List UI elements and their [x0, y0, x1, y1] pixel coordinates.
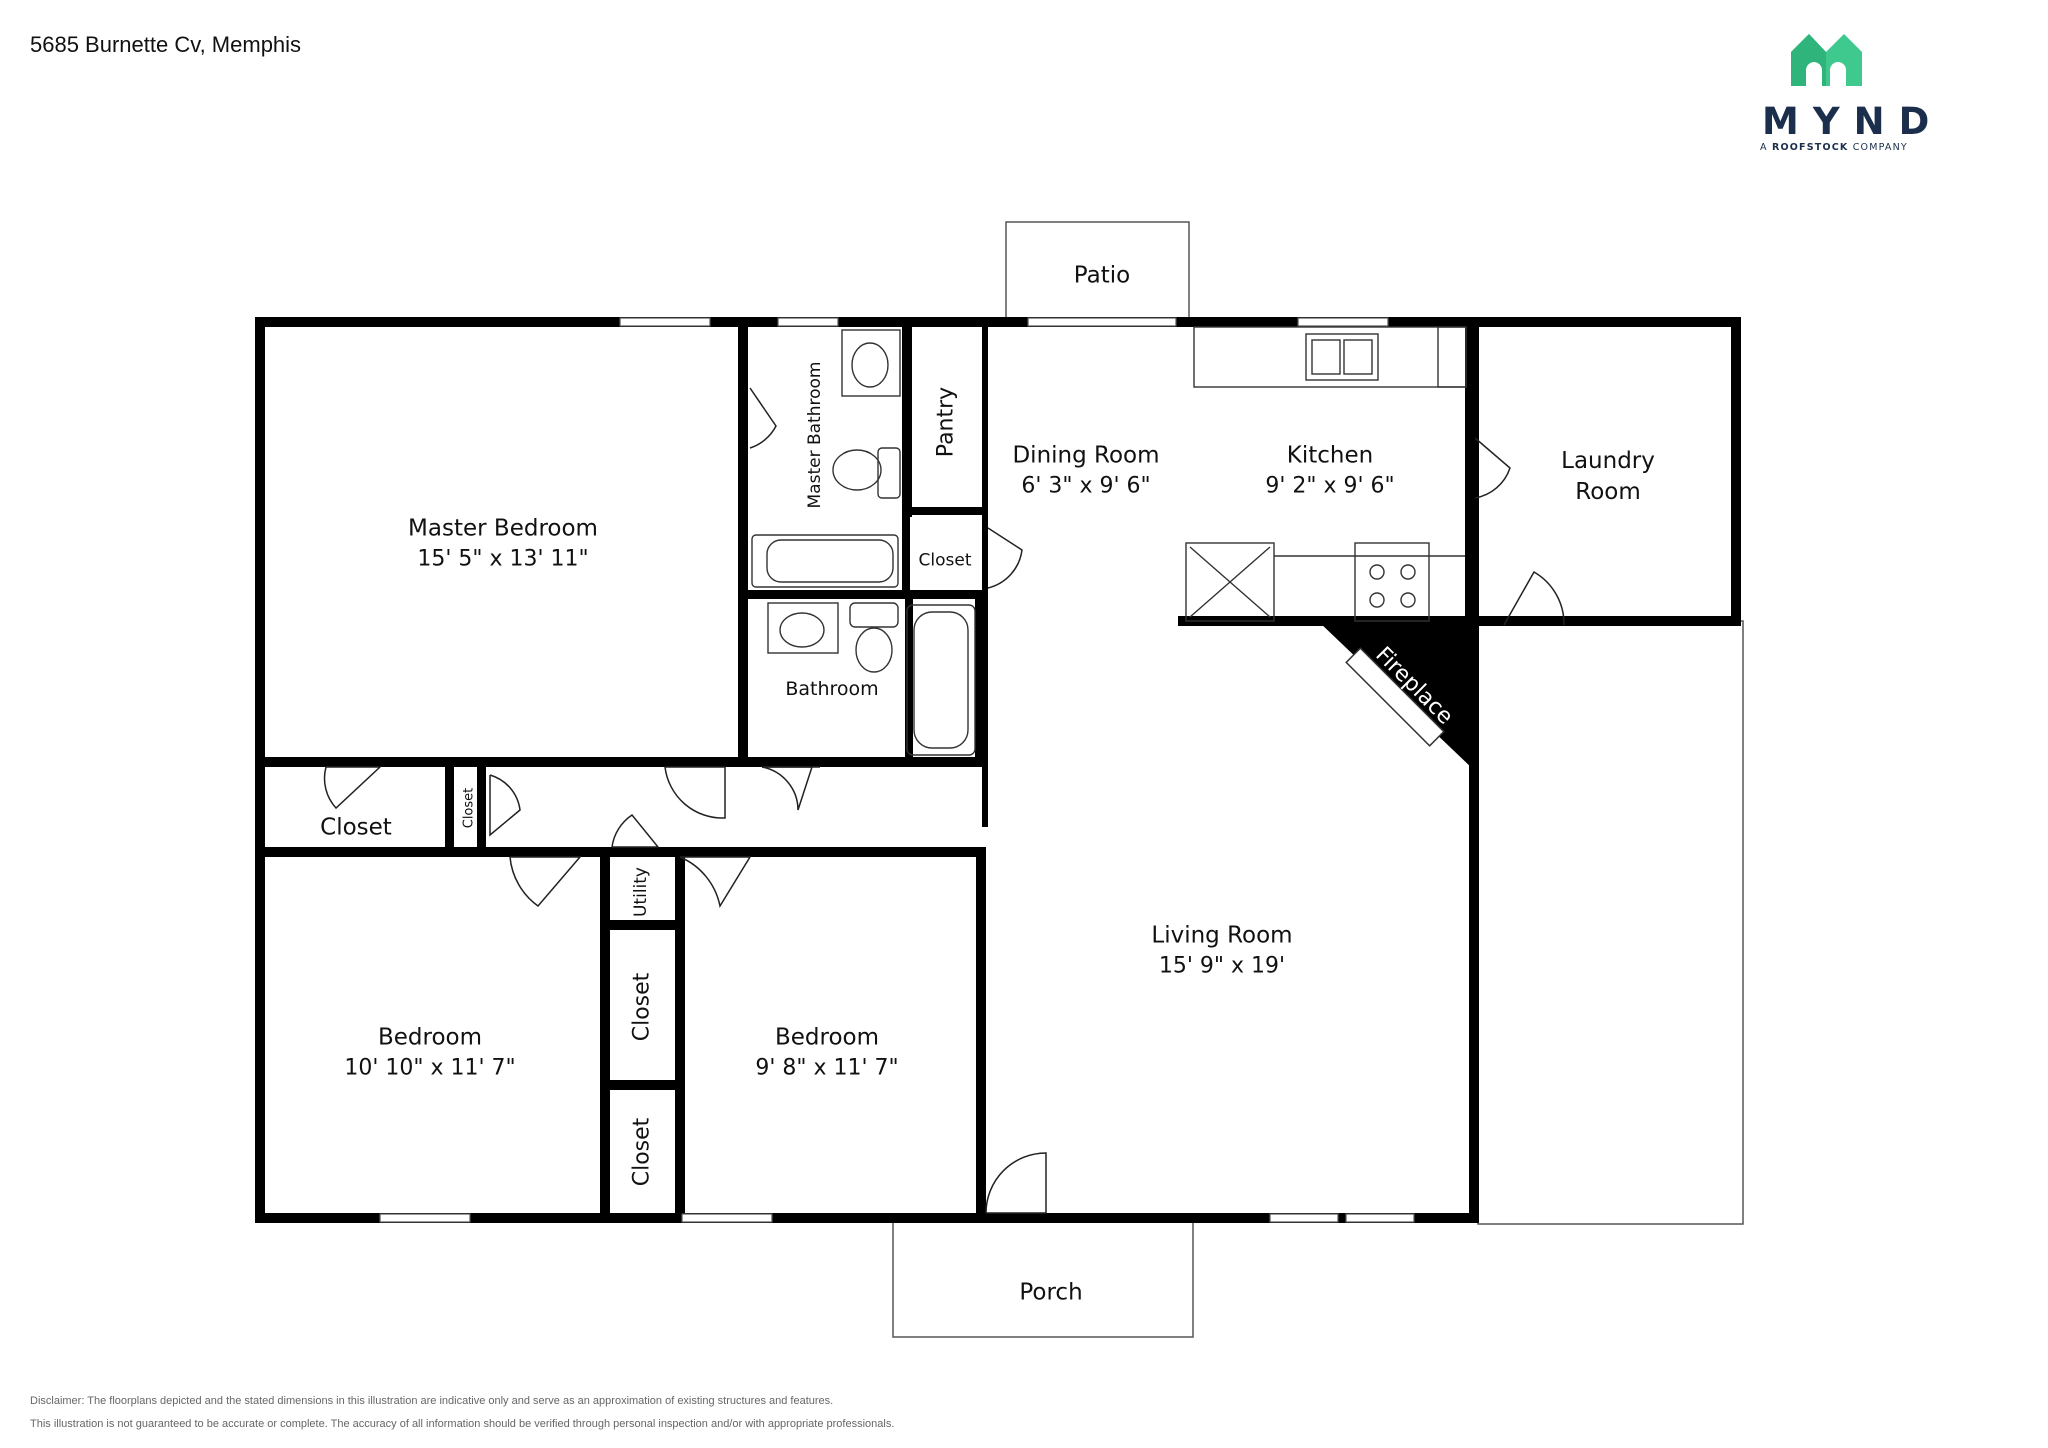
windows	[379, 317, 1415, 1223]
house-logo-icon	[1791, 34, 1862, 86]
doors	[323, 387, 1565, 1214]
carport-outline	[1477, 620, 1744, 1225]
room-porch: Porch	[1019, 1279, 1083, 1306]
fixtures	[751, 326, 1467, 756]
walls	[255, 317, 1741, 1223]
property-address: 5685 Burnette Cv, Memphis	[30, 32, 302, 57]
disclaimer-line-2: This illustration is not guaranteed to b…	[30, 1418, 895, 1430]
logo-tagline: A ROOFSTOCK COMPANY	[1760, 142, 1908, 153]
room-closet-mid-upper: Closet	[629, 972, 655, 1042]
room-utility: Utility	[631, 866, 651, 918]
room-closet-mid-lower: Closet	[629, 1117, 655, 1187]
room-bathroom: Bathroom	[785, 678, 879, 701]
room-pantry: Pantry	[933, 386, 959, 458]
room-closet-small: Closet	[461, 787, 477, 829]
room-patio: Patio	[1073, 262, 1131, 289]
mynd-logo: MYND A ROOFSTOCK COMPANY	[1754, 28, 1944, 158]
logo-wordmark: MYND	[1762, 100, 1944, 143]
disclaimer-line-1: Disclaimer: The floorplans depicted and …	[30, 1395, 834, 1407]
room-closet-pantry: Closet	[918, 550, 972, 571]
room-master-bathroom: Master Bathroom	[805, 361, 825, 509]
room-closet-hall: Closet	[320, 814, 392, 841]
